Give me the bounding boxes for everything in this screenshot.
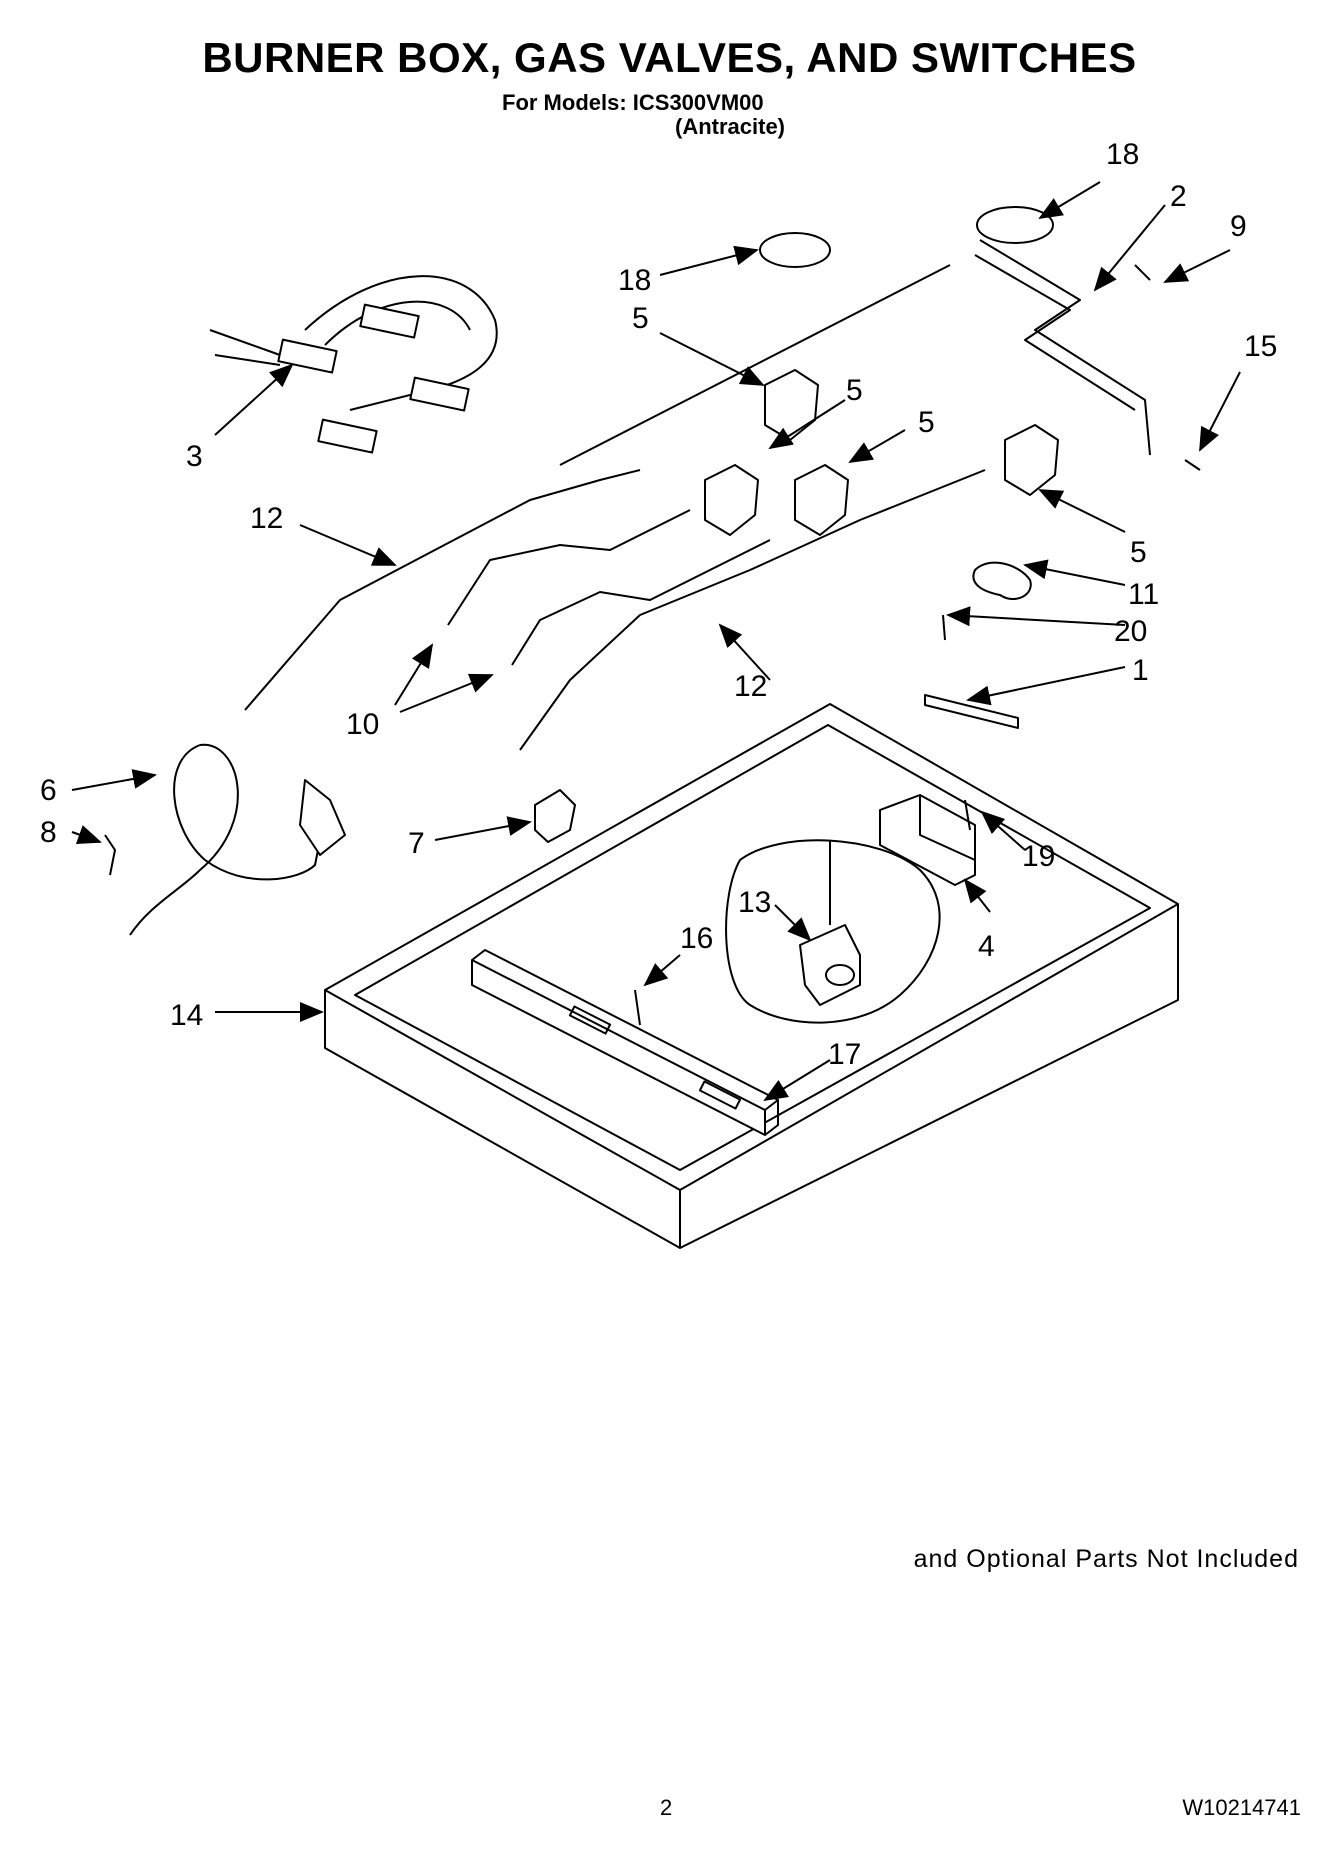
callout-10: 10 bbox=[346, 708, 379, 741]
callout-2: 2 bbox=[1170, 180, 1187, 213]
power-cord bbox=[129, 743, 346, 936]
callout-7: 7 bbox=[408, 827, 425, 860]
callout-5: 5 bbox=[918, 406, 935, 439]
callout-19: 19 bbox=[1022, 840, 1055, 873]
burner-cap-right bbox=[976, 206, 1054, 244]
page-title: BURNER BOX, GAS VALVES, AND SWITCHES bbox=[202, 34, 1137, 81]
callout-17: 17 bbox=[828, 1038, 861, 1071]
page-number: 2 bbox=[660, 1795, 673, 1820]
front-rail bbox=[471, 949, 779, 1136]
document-number: W10214741 bbox=[1182, 1795, 1301, 1820]
callout-3: 3 bbox=[186, 440, 203, 473]
callout-5: 5 bbox=[632, 302, 649, 335]
burner-cap-left bbox=[759, 232, 831, 268]
spark-module bbox=[879, 794, 976, 886]
callout-18: 18 bbox=[618, 264, 651, 297]
callout-5: 5 bbox=[1130, 536, 1147, 569]
screws bbox=[104, 264, 1201, 1026]
callout-13: 13 bbox=[738, 886, 771, 919]
gasket bbox=[972, 561, 1032, 600]
spark-electrodes bbox=[209, 275, 498, 454]
callout-5: 5 bbox=[846, 374, 863, 407]
callout-16: 16 bbox=[680, 922, 713, 955]
callout-14: 14 bbox=[170, 999, 203, 1032]
switch-connector bbox=[534, 789, 576, 843]
gas-valves bbox=[704, 369, 1059, 536]
bracket bbox=[924, 694, 1019, 729]
gas-regulator bbox=[799, 840, 861, 1006]
callout-11: 11 bbox=[1128, 578, 1159, 611]
callout-20: 20 bbox=[1114, 615, 1147, 648]
callout-4: 4 bbox=[978, 930, 995, 963]
callout-15: 15 bbox=[1244, 330, 1277, 363]
callout-12: 12 bbox=[250, 502, 283, 535]
models-line: For Models: ICS300VM00 bbox=[502, 90, 764, 115]
callout-18: 18 bbox=[1106, 138, 1139, 171]
callout-6: 6 bbox=[40, 774, 57, 807]
callout-9: 9 bbox=[1230, 210, 1247, 243]
color-line: (Antracite) bbox=[675, 114, 786, 139]
callout-8: 8 bbox=[40, 816, 57, 849]
callout-1: 1 bbox=[1132, 654, 1149, 687]
gas-manifold bbox=[559, 239, 1151, 466]
footer-note: and Optional Parts Not Included bbox=[913, 1545, 1299, 1573]
callout-12: 12 bbox=[734, 670, 767, 703]
gas-tubes bbox=[244, 469, 986, 751]
